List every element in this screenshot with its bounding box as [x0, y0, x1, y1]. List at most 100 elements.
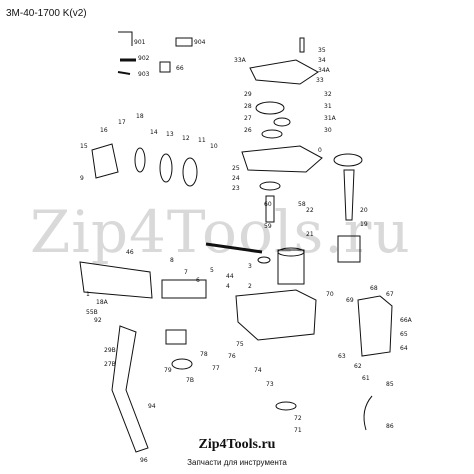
label-95: 94: [148, 403, 156, 410]
callout-label: 79: [164, 367, 172, 374]
watermark: Zip4Tools.ru: [30, 198, 411, 266]
callout-label: 23: [232, 185, 240, 192]
callout-label: 64: [400, 345, 408, 352]
diagram-title: 3M-40-1700 K(v2): [6, 8, 87, 19]
cylinder-shape: [277, 249, 305, 285]
label-903: 903: [138, 71, 150, 78]
small-key-shape: [117, 71, 131, 75]
callout-label: 16: [100, 127, 108, 134]
callout-label: 68: [370, 285, 378, 292]
callout-label: 18: [136, 113, 144, 120]
callout-labels: 901 904 902 903 66 35 34 34A 33A 33 0 46…: [80, 39, 413, 464]
callout-label: 28: [244, 103, 252, 110]
callout-label: 29: [244, 91, 252, 98]
callout-label: 11: [198, 137, 206, 144]
plate-shape: [165, 329, 187, 345]
callout-label: 6: [196, 277, 200, 284]
clip-shape: [159, 61, 171, 73]
label-0: 0: [318, 147, 322, 154]
bearing-shape: [259, 181, 281, 191]
ring-b-shape: [159, 153, 173, 183]
callout-label: 27: [244, 115, 252, 122]
shaft-shape: [265, 195, 275, 223]
callout-label: 75: [236, 341, 244, 348]
callout-label: 17: [118, 119, 126, 126]
callout-label: 22: [306, 207, 314, 214]
callout-label: 31: [324, 103, 332, 110]
gearbox-plate-shape: [241, 145, 323, 173]
callout-label: 69: [346, 297, 354, 304]
callout-label: 29B: [104, 347, 116, 354]
callout-label: 59: [264, 223, 272, 230]
callout-label: 27B: [104, 361, 116, 368]
callout-label: 60: [264, 201, 272, 208]
callout-label: 14: [150, 129, 158, 136]
callout-label: 9: [80, 175, 84, 182]
callout-label: 3: [248, 263, 252, 270]
spring-tube-shape: [161, 279, 207, 299]
ring-a-shape: [134, 147, 146, 173]
label-904: 904: [194, 39, 206, 46]
callout-label: 31A: [324, 115, 337, 122]
callout-label: 72: [294, 415, 302, 422]
callout-label: 78: [200, 351, 208, 358]
callout-label: 66A: [400, 317, 413, 324]
spring-shape: [299, 37, 305, 53]
washer-shape: [261, 129, 283, 139]
label-33: 33: [316, 77, 324, 84]
callout-label: 58: [298, 201, 306, 208]
callout-label: 76: [228, 353, 236, 360]
hex-key-shape: [118, 31, 133, 46]
cord-shape: [363, 395, 373, 431]
callout-label: 18A: [96, 299, 109, 306]
callout-label: 19: [360, 221, 368, 228]
footer-tagline: Запчасти для инструмента: [187, 458, 287, 467]
fan-shape: [333, 153, 363, 167]
callout-label: 5: [210, 267, 214, 274]
callout-label: 13: [166, 131, 174, 138]
barrel-shape: [79, 261, 153, 299]
stator-shape: [337, 235, 361, 263]
main-housing-shape: [235, 289, 317, 341]
label-93: 92: [94, 317, 102, 324]
label-33a: 33A: [234, 57, 247, 64]
side-handle-shape: [111, 325, 149, 453]
brush-holder-shape: [175, 37, 193, 47]
label-35: 35: [318, 47, 326, 54]
callout-label: 26: [244, 127, 252, 134]
handle-housing-shape: [357, 295, 393, 357]
callout-label: 12: [182, 135, 190, 142]
connecting-rod-shape: [205, 242, 263, 254]
callout-label: 10: [210, 143, 218, 150]
top-cover-shape: [249, 59, 319, 85]
callout-label: 25: [232, 165, 240, 172]
callout-label: 30: [324, 127, 332, 134]
callout-label: 61: [362, 375, 370, 382]
label-44: 44: [226, 273, 234, 280]
disc-shape: [171, 358, 193, 370]
gear-large-shape: [255, 101, 285, 115]
label-34a: 34A: [318, 67, 331, 74]
nose-shape: [91, 143, 119, 179]
callout-label: 2: [248, 283, 252, 290]
gear-small-shape: [273, 117, 291, 127]
label-34: 34: [318, 57, 326, 64]
callout-label: 65: [400, 331, 408, 338]
label-46: 46: [126, 249, 134, 256]
callout-label: 70: [326, 291, 334, 298]
footer-brand: Zip4Tools.ru: [198, 437, 276, 452]
callout-label: 73: [266, 381, 274, 388]
cylinder-top-shape: [277, 247, 305, 257]
label-901: 901: [134, 39, 146, 46]
callout-label: 32: [324, 91, 332, 98]
callout-label: 55B: [86, 309, 98, 316]
callout-label: 7: [184, 269, 188, 276]
callout-label: 63: [338, 353, 346, 360]
label-84: 86: [386, 423, 394, 430]
oring-shape: [275, 401, 297, 411]
callout-label: 67: [386, 291, 394, 298]
callout-label: 7B: [186, 377, 194, 384]
label-83: 85: [386, 381, 394, 388]
callout-label: 21: [306, 231, 314, 238]
